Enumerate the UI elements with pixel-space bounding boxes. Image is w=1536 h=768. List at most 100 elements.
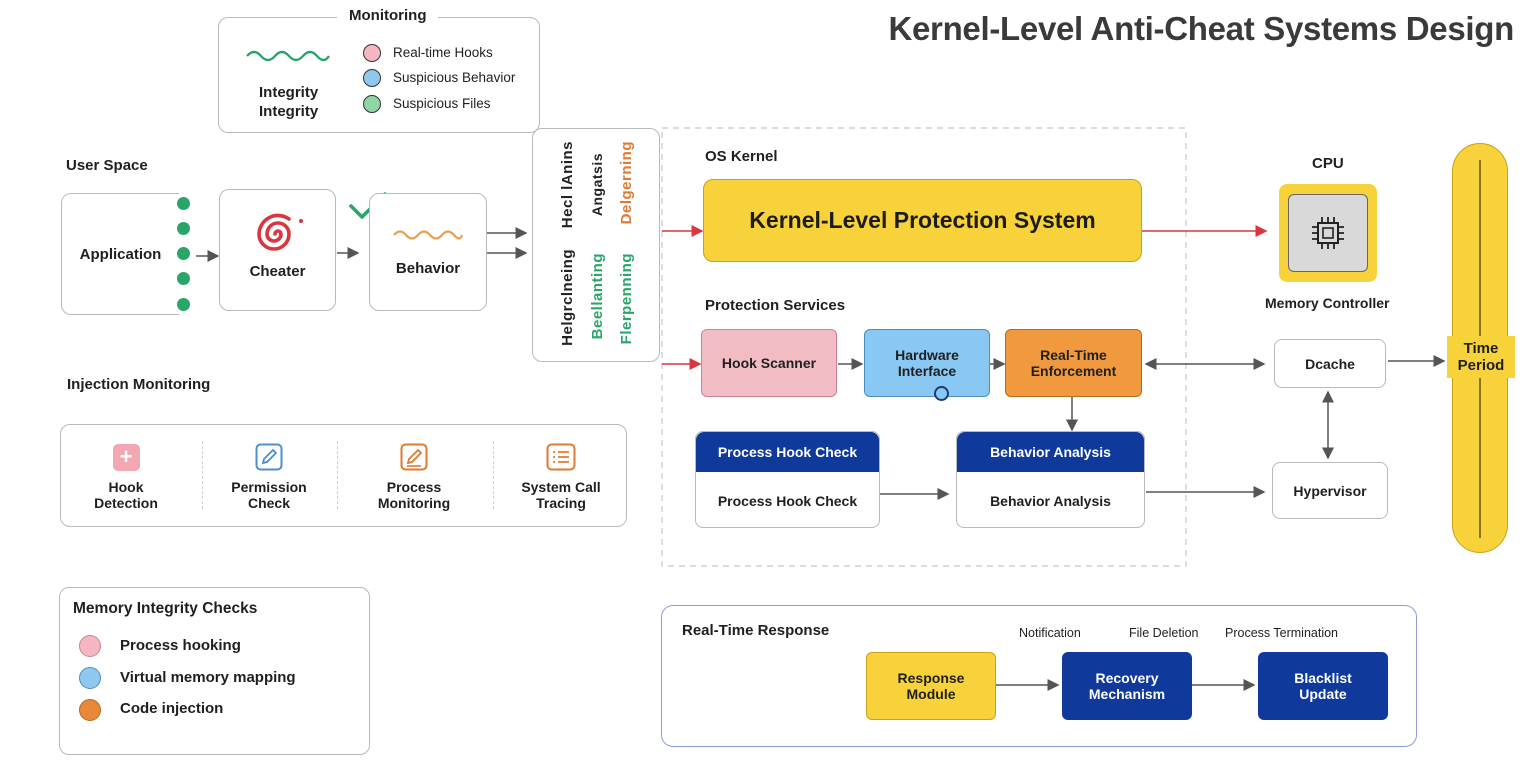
injection-monitoring-label: Injection Monitoring xyxy=(67,376,211,393)
port-dot xyxy=(177,222,190,235)
behavior-analysis-body: Behavior Analysis xyxy=(990,493,1111,509)
wave-icon xyxy=(246,50,331,62)
cheater-node[interactable]: Cheater xyxy=(219,189,336,311)
divider xyxy=(337,441,338,509)
cpu-chip[interactable] xyxy=(1279,184,1377,282)
pencil-icon xyxy=(255,443,283,471)
recovery-label-2: Mechanism xyxy=(1088,686,1166,702)
hardware-interface-label: Hardware xyxy=(895,347,959,363)
port-circle xyxy=(934,386,949,401)
process-termination-label: Process Termination xyxy=(1225,626,1339,640)
hook-detection-item[interactable]: + Hook Detection xyxy=(71,437,181,517)
behavior-node[interactable]: Behavior xyxy=(369,193,487,311)
process-hook-check-card[interactable]: Process Hook Check Process Hook Check xyxy=(695,431,880,528)
panel-text: Helgrclneing xyxy=(559,249,576,346)
enforcement-label: Real-Time xyxy=(1040,347,1107,363)
application-label: Application xyxy=(79,245,162,263)
integrity-label-2: Integrity xyxy=(259,103,319,120)
plus-icon: + xyxy=(112,443,140,471)
panel-text: Delgerning xyxy=(618,141,635,225)
realtime-response-panel: Real-Time Response Notification File Del… xyxy=(661,605,1417,747)
protection-services-label: Protection Services xyxy=(705,297,846,314)
integrity-label: Integrity xyxy=(259,84,319,101)
dcache-label: Dcache xyxy=(1305,355,1355,372)
injection-monitoring-panel: + Hook Detection Permission Check Proces… xyxy=(60,424,627,527)
hook-scanner-node[interactable]: Hook Scanner xyxy=(701,329,837,397)
chip-icon xyxy=(1312,217,1344,249)
system-call-tracing-item[interactable]: System Call Tracing xyxy=(501,437,621,517)
port-dot xyxy=(177,272,190,285)
port-dot xyxy=(177,298,190,311)
monitoring-legend: Monitoring Integrity Integrity Real-time… xyxy=(218,7,540,133)
hypervisor-label: Hypervisor xyxy=(1293,482,1367,499)
divider xyxy=(202,441,203,509)
memory-controller-label: Memory Controller xyxy=(1265,295,1390,311)
process-hook-body: Process Hook Check xyxy=(717,493,858,509)
recovery-mechanism-node[interactable]: Recovery Mechanism xyxy=(1062,652,1192,720)
analysis-panel: Hecl lAnins Angatsis Delgerning Helgrcln… xyxy=(532,128,660,362)
response-module-label: Response xyxy=(897,670,965,686)
hardware-interface-node[interactable]: Hardware Interface xyxy=(864,329,990,401)
user-space-label: User Space xyxy=(66,157,148,174)
virtual-memory-label: Virtual memory mapping xyxy=(120,669,296,686)
panel-text: Flerpenning xyxy=(618,253,635,345)
port-dot xyxy=(177,247,190,260)
time-period-label-2: Period xyxy=(1457,357,1505,374)
wave-icon xyxy=(393,230,464,240)
cheater-label: Cheater xyxy=(249,263,306,280)
system-call-label: System Call xyxy=(521,479,601,495)
recovery-label: Recovery xyxy=(1095,670,1159,686)
port-dot xyxy=(177,197,190,210)
realtime-response-title: Real-Time Response xyxy=(682,622,830,639)
panel-text: Hecl lAnins xyxy=(559,141,576,229)
permission-check-item[interactable]: Permission Check xyxy=(211,437,327,517)
dcache-node[interactable]: Dcache xyxy=(1274,339,1386,388)
code-injection-label: Code injection xyxy=(120,700,224,717)
application-node[interactable]: Application xyxy=(61,193,179,315)
process-hook-header: Process Hook Check xyxy=(696,432,879,472)
kernel-protection-label: Kernel-Level Protection System xyxy=(749,207,1096,233)
time-period-label: Time xyxy=(1463,340,1499,357)
behavior-analysis-header: Behavior Analysis xyxy=(957,432,1144,472)
legend-dot-process-hooking xyxy=(79,635,101,657)
list-icon xyxy=(546,443,576,471)
process-monitoring-label-2: Monitoring xyxy=(377,495,451,511)
divider xyxy=(493,441,494,509)
memory-integrity-title: Memory Integrity Checks xyxy=(73,600,258,617)
hook-scanner-label: Hook Scanner xyxy=(721,355,817,371)
cpu-label: CPU xyxy=(1312,155,1344,172)
legend-label-hooks: Real-time Hooks xyxy=(393,45,493,60)
legend-dot-files xyxy=(363,95,381,113)
process-monitoring-item[interactable]: Process Monitoring xyxy=(351,437,477,517)
blacklist-label: Blacklist xyxy=(1294,670,1352,686)
behavior-label: Behavior xyxy=(395,260,461,277)
hook-detection-label: Hook xyxy=(108,478,144,495)
legend-dot-code-injection xyxy=(79,699,101,721)
edit-icon xyxy=(400,443,428,471)
blacklist-label-2: Update xyxy=(1299,686,1347,702)
process-hooking-label: Process hooking xyxy=(120,637,241,654)
legend-dot-virtual-memory xyxy=(79,667,101,689)
permission-check-label: Permission xyxy=(231,479,307,495)
legend-dot-hooks xyxy=(363,44,381,62)
system-call-label-2: Tracing xyxy=(536,495,586,511)
behavior-analysis-card[interactable]: Behavior Analysis Behavior Analysis xyxy=(956,431,1145,528)
process-monitoring-label: Process xyxy=(386,479,442,495)
memory-integrity-panel: Memory Integrity Checks Process hooking … xyxy=(59,587,370,755)
response-module-node[interactable]: Response Module xyxy=(866,652,996,720)
hardware-interface-label-2: Interface xyxy=(897,363,957,379)
spiral-icon xyxy=(257,213,303,251)
panel-text: Angatsis xyxy=(589,153,605,217)
file-deletion-label: File Deletion xyxy=(1129,626,1199,640)
permission-check-label-2: Check xyxy=(247,495,291,511)
kernel-protection-box[interactable]: Kernel-Level Protection System xyxy=(703,179,1142,262)
response-module-label-2: Module xyxy=(906,686,956,702)
notification-label: Notification xyxy=(1019,626,1081,640)
legend-label-files: Suspicious Files xyxy=(393,96,491,111)
legend-label-behavior: Suspicious Behavior xyxy=(393,70,516,85)
realtime-enforcement-node[interactable]: Real-Time Enforcement xyxy=(1005,329,1142,397)
os-kernel-label: OS Kernel xyxy=(705,148,778,165)
time-period-bar: Time Period xyxy=(1447,143,1515,553)
blacklist-update-node[interactable]: Blacklist Update xyxy=(1258,652,1388,720)
hypervisor-node[interactable]: Hypervisor xyxy=(1272,462,1388,519)
